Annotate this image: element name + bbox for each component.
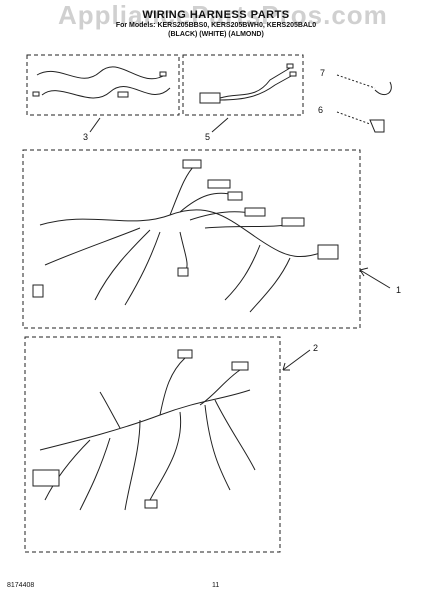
callout-6-label: 6 — [318, 105, 324, 115]
part-1-connector-h — [177, 267, 189, 277]
document-number: 8174408 — [7, 582, 35, 589]
part-2-branch-f — [149, 411, 182, 501]
part-2-branch-i — [124, 419, 141, 511]
page-number: 11 — [212, 582, 220, 589]
part-1-branch-a — [169, 164, 196, 216]
part-5-wire-b — [219, 74, 294, 101]
part-5-wire-a — [219, 67, 291, 99]
part-1-connector-g — [32, 284, 44, 298]
part-3-box — [26, 54, 180, 116]
part-1-connector-f — [317, 244, 339, 260]
part-3-terminal-right — [159, 71, 167, 77]
part-1-connector-d — [244, 207, 266, 217]
part-1-branch-e — [94, 229, 151, 301]
part-2-branch-e — [79, 437, 111, 511]
callout-5-leader — [211, 117, 229, 133]
part-1-connector-b — [207, 179, 231, 189]
callout-5-label: 5 — [205, 132, 211, 142]
part-2-branch-b — [199, 369, 241, 406]
watermark-text: AppliancePartsPros.com — [58, 0, 388, 30]
part-1-branch-i — [249, 257, 291, 313]
part-5-box — [182, 54, 304, 116]
part-3-connector — [117, 91, 129, 98]
part-2-main-trunk — [39, 389, 251, 451]
part-1-branch-d — [204, 224, 286, 229]
part-2-branch-c — [99, 391, 121, 429]
callout-2-arrow — [282, 362, 290, 371]
part-5-terminal-a — [286, 63, 294, 69]
callout-3-label: 3 — [83, 132, 89, 142]
callout-1-arrow — [359, 267, 369, 277]
part-1-connector-e — [281, 217, 305, 227]
part-1-branch-g — [124, 231, 161, 306]
part-1-box — [22, 149, 361, 329]
callout-1-leader — [359, 269, 391, 289]
part-1-branch-f — [44, 227, 141, 266]
callout-3-leader — [89, 117, 101, 133]
part-3-terminal-left — [32, 91, 40, 97]
part-1-connector-c — [227, 191, 243, 201]
part-2-connector-c — [32, 469, 60, 487]
part-6-leader — [336, 111, 371, 125]
part-1-main-trunk — [39, 209, 331, 258]
part-1-branch-h — [224, 244, 261, 301]
part-2-branch-g — [214, 399, 256, 471]
callout-2-label: 2 — [313, 343, 319, 353]
part-3-wire-b — [41, 86, 171, 99]
part-2-connector-b — [231, 361, 249, 371]
part-6-bracket — [369, 119, 385, 133]
callout-2-leader — [282, 349, 311, 371]
part-1-connector-a — [182, 159, 202, 169]
part-2-branch-h — [204, 404, 231, 491]
part-1-branch-j — [179, 231, 188, 273]
part-2-connector-d — [144, 499, 158, 509]
diagram-title: WIRING HARNESS PARTS — [142, 9, 290, 21]
part-2-box — [24, 336, 281, 553]
part-2-branch-a — [159, 357, 186, 416]
part-1-branch-b — [179, 192, 236, 213]
part-7-leader — [336, 74, 376, 89]
part-7-clip — [374, 81, 392, 95]
part-2-connector-a — [177, 349, 193, 359]
part-5-terminal-b — [289, 71, 297, 77]
colors-line: (BLACK) (WHITE) (ALMOND) — [168, 31, 264, 38]
part-5-connector — [199, 92, 221, 104]
callout-1-label: 1 — [396, 285, 402, 295]
callout-7-label: 7 — [320, 68, 326, 78]
part-3-wire-a — [36, 66, 166, 80]
models-line: For Models: KERS205BBS0, KERS205BWH0, KE… — [115, 22, 317, 29]
part-2-branch-d — [44, 439, 91, 501]
